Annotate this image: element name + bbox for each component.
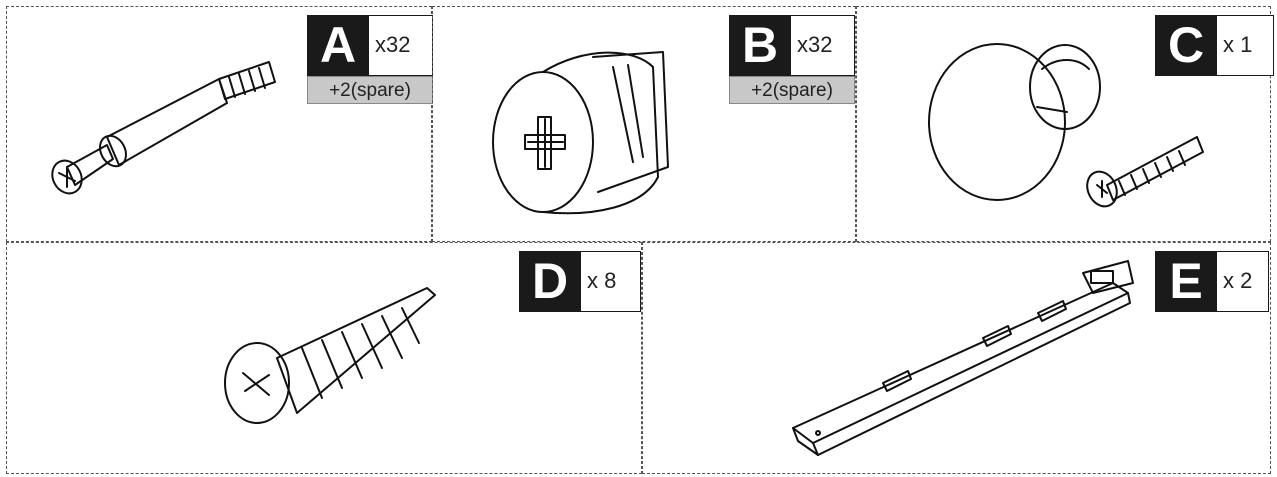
drawer-slide-icon	[792, 260, 1134, 456]
part-badge-c: C x 1	[1155, 15, 1274, 76]
part-cell-a: A x32 +2(spare)	[6, 6, 433, 242]
part-cell-b: B x32 +2(spare)	[432, 6, 856, 242]
part-badge-e: E x 2	[1155, 251, 1269, 312]
part-cell-d: D x 8	[6, 242, 642, 474]
cam-lock-nut-icon	[492, 51, 669, 215]
part-badge-b: B x32	[729, 15, 855, 76]
part-letter: C	[1155, 15, 1217, 76]
part-letter: B	[729, 15, 791, 76]
part-quantity: x32	[369, 15, 433, 76]
part-quantity: x 8	[581, 251, 641, 312]
part-quantity: x 2	[1217, 251, 1269, 312]
part-letter: A	[307, 15, 369, 76]
spare-note: +2(spare)	[307, 76, 433, 104]
part-quantity: x32	[791, 15, 855, 76]
part-cell-c: C x 1	[856, 6, 1274, 242]
spare-note: +2(spare)	[729, 76, 855, 104]
part-badge-d: D x 8	[519, 251, 641, 312]
part-badge-a: A x32	[307, 15, 433, 76]
part-letter: E	[1155, 251, 1217, 312]
cam-bolt-icon	[51, 61, 276, 195]
wood-screw-icon	[224, 287, 436, 424]
part-cell-e: E x 2	[642, 242, 1271, 474]
part-letter: D	[519, 251, 581, 312]
knob-with-screw-icon	[928, 43, 1204, 208]
part-quantity: x 1	[1217, 15, 1274, 76]
